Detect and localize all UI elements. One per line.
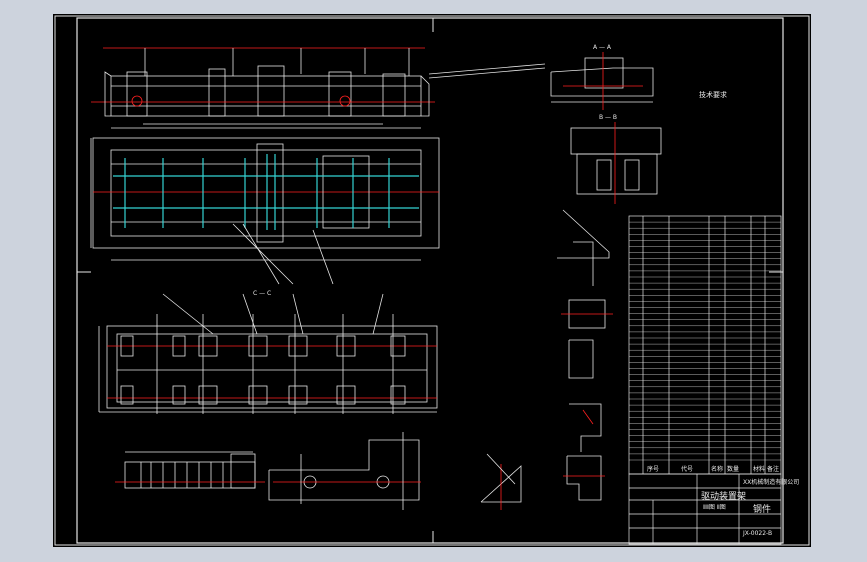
bom-header-no: 序号 [647,466,660,473]
detail-bracket-part [268,432,421,510]
company-name: XX机械制造有限公司 [743,479,800,486]
parts-list [628,215,782,475]
bottom-view [98,293,438,414]
section-view-c [557,209,613,452]
drawing-title: 驱动装置架 [701,492,747,502]
section-view-a [550,52,654,110]
material-label: 钢件 [753,505,772,515]
tech-requirements-title: 技术要求 [699,91,727,99]
drawing-number: JX-0022-B [743,530,773,537]
bom-header-name: 名称 [711,466,724,473]
bom-header-qty: 数量 [727,466,740,473]
outer-border [54,15,810,546]
inner-border [76,17,784,544]
bom-header-material: 材料 [753,466,766,473]
drawing-sheet: 技术要求 A — A B — B C — C 序号 代号 名称 数量 材料 备注… [53,14,811,547]
section-view-b [570,122,662,204]
plan-view [90,137,440,285]
section-label-b: B — B [599,114,618,121]
drawing-subtitle: ⅡⅡ图 Ⅱ图 [703,504,726,511]
bom-header-code: 代号 [681,466,694,473]
detail-wedge-part [480,453,522,510]
front-view [91,47,546,129]
section-label-c: C — C [253,290,272,297]
detail-comb-part [115,451,265,489]
detail-step-part [563,455,605,501]
section-label-a: A — A [593,44,612,51]
bom-header-remark: 备注 [767,466,780,473]
title-block [628,473,782,545]
cad-drawing [54,15,810,546]
